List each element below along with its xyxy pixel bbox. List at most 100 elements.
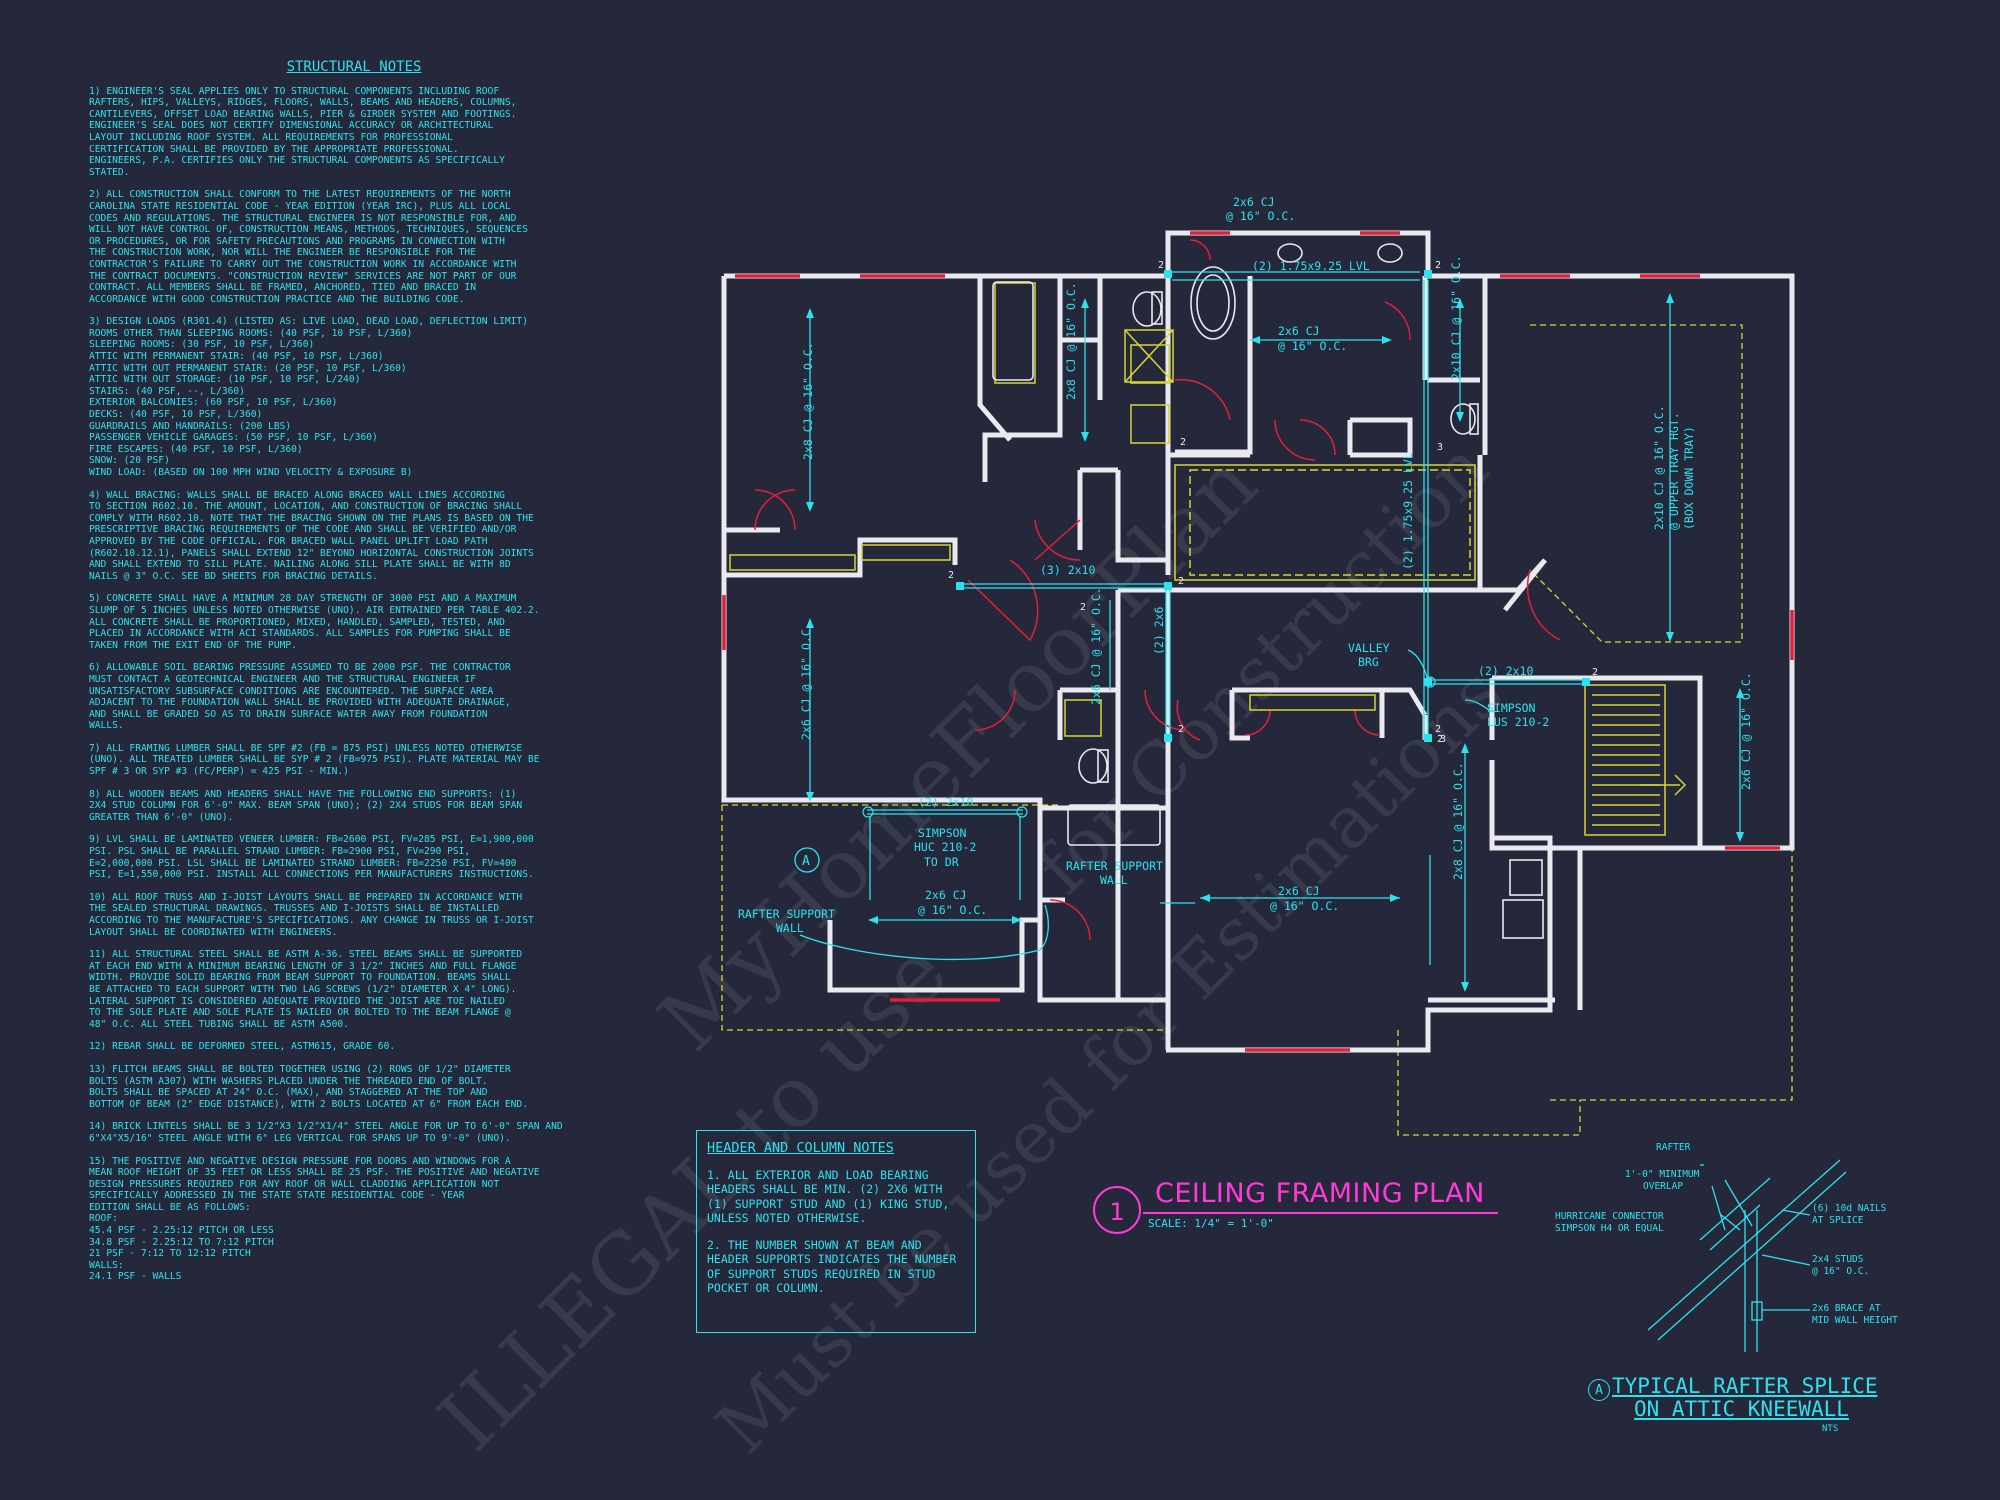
structural-note-line: 10) ALL ROOF TRUSS AND I-JOIST LAYOUTS S… (89, 891, 523, 903)
label-cj-top: 2x6 CJ (1233, 195, 1275, 209)
label-valley: VALLEY (1348, 641, 1390, 655)
structural-notes-body: 1) ENGINEER'S SEAL APPLIES ONLY TO STRUC… (89, 86, 619, 1283)
structural-note-line: WILL NOT HAVE CONTROL OF, CONSTRUCTION M… (89, 224, 528, 236)
plan-number-circle: 1 (1093, 1186, 1141, 1234)
structural-note: 14) BRICK LINTELS SHALL BE 3 1/2"x3 1/2"… (89, 1121, 619, 1144)
detail-studs2: @ 16" O.C. (1812, 1266, 1869, 1277)
bath-fixtures (992, 243, 1544, 939)
structural-note: 6) ALLOWABLE SOIL BEARING PRESSURE ASSUM… (89, 662, 619, 732)
support-stud-count: 2 (1435, 260, 1441, 271)
detail-studs1: 2x4 STUDS (1812, 1254, 1864, 1265)
structural-note-line: LAYOUT SHALL BE COORDINATED WITH ENGINEE… (89, 926, 338, 938)
structural-note-line: BOLTS (ASTM A307) WITH WASHERS PLACED UN… (89, 1075, 488, 1087)
header-column-notes: HEADER AND COLUMN NOTES 1. ALL EXTERIOR … (696, 1130, 976, 1333)
structural-note-line: WIDTH. PROVIDE SOLID BEARING FROM BEAM S… (89, 972, 511, 984)
label-cj-tray: 2x10 CJ @ 16" O.C. (1652, 405, 1666, 530)
structural-note-line: CONTRACTOR'S FAILURE TO CARRY OUT THE CO… (89, 258, 517, 270)
support-stud-count: 2 (948, 570, 954, 581)
structural-note-line: SPECIFICALLY ADDRESSED IN THE STATE STAT… (89, 1190, 465, 1202)
structural-note-line: ATTIC WITH OUT STORAGE: (10 PSF, 10 PSF,… (89, 374, 361, 386)
label-cj-bed3: 2x6 CJ (1278, 884, 1320, 898)
support-stud-count: 3 (1440, 734, 1446, 745)
structural-note-line: 1) ENGINEER'S SEAL APPLIES ONLY TO STRUC… (89, 85, 500, 97)
structural-note-line: SLEEPING ROOMS: (30 PSF, 10 PSF, L/360) (89, 339, 315, 351)
structural-note: 7) ALL FRAMING LUMBER SHALL BE SPF #2 (F… (89, 743, 619, 778)
detail-title: TYPICAL RAFTER SPLICE ON ATTIC KNEEWALL (1612, 1375, 1878, 1421)
structural-note-line: ROOF: (89, 1213, 118, 1225)
walls (721, 230, 1795, 1053)
detail-circle: A (1588, 1379, 1610, 1401)
plan-scale: SCALE: 1/4" = 1'-0" (1148, 1217, 1274, 1230)
detail-tag-a: A (794, 847, 820, 873)
structural-note-line: ACCORDING TO THE MANUFACTURE'S SPECIFICA… (89, 915, 534, 926)
structural-note-line: (UNO). ALL TREATED LUMBER SHALL BE SYP #… (89, 754, 540, 766)
structural-note-line: OR PROCEDURES, OR FOR SAFETY PRECAUTIONS… (89, 235, 505, 247)
structural-notes: STRUCTURAL NOTES 1) ENGINEER'S SEAL APPL… (89, 60, 619, 1294)
support-stud-count: 2 (1592, 667, 1598, 678)
plan-title: CEILING FRAMING PLAN (1155, 1178, 1485, 1209)
structural-note: 8) ALL WOODEN BEAMS AND HEADERS SHALL HA… (89, 789, 619, 824)
structural-note-line: 48" O.C. ALL STEEL TUBING SHALL BE ASTM … (89, 1018, 349, 1030)
doors (754, 239, 1561, 941)
structural-note-line: 14) BRICK LINTELS SHALL BE 3 1/2"x3 1/2"… (89, 1121, 563, 1133)
support-stud-count: 2 (1180, 437, 1186, 448)
label-simpson-huc: SIMPSON (918, 826, 967, 840)
structural-note-line: THE CONTRACT DOCUMENTS. "CONSTRUCTION RE… (89, 270, 517, 282)
label-cj-laundry-v: 2x8 CJ @ 16" O.C. (1451, 762, 1465, 880)
plan-title-rule (1143, 1212, 1498, 1214)
label-cj-bath-oc: @ 16" O.C. (1278, 339, 1347, 353)
structural-note-line: 34.8 PSF - 2.25:12 TO 7:12 PITCH (89, 1236, 274, 1248)
detail-brace2: MID WALL HEIGHT (1812, 1315, 1898, 1326)
plan-labels: 2x6 CJ @ 16" O.C. (2) 1.75x9.25 LVL 2x6 … (738, 195, 1753, 935)
structural-note-line: ENGINEER'S SEAL DOES NOT CERTIFY DIMENSI… (89, 120, 494, 132)
detail-brace1: 2x6 BRACE AT (1812, 1303, 1881, 1314)
support-stud-count: 2 (1178, 724, 1184, 735)
support-stud-count: 2 (1435, 724, 1441, 735)
structural-note-line: TO SECTION R602.10. THE AMOUNT, LOCATION… (89, 501, 523, 513)
label-cj-bath: 2x6 CJ (1278, 324, 1320, 338)
label-cj-left-v: 2x8 CJ @ 16" O.C. (801, 342, 815, 460)
structural-note: 2) ALL CONSTRUCTION SHALL CONFORM TO THE… (89, 189, 619, 305)
structural-note-line: AT EACH END WITH A MINIMUM BEARING LENGT… (89, 960, 517, 972)
structural-note-line: SNOW: (20 PSF) (89, 455, 170, 467)
structural-note: 5) CONCRETE SHALL HAVE A MINIMUM 28 DAY … (89, 593, 619, 651)
structural-note: 13) FLITCH BEAMS SHALL BE BOLTED TOGETHE… (89, 1064, 619, 1110)
stair-arrow (1640, 774, 1687, 796)
structural-note-line: ACCORDANCE WITH GOOD CONSTRUCTION PRACTI… (89, 293, 465, 305)
structural-note-line: THE SEALED STRUCTURAL DRAWINGS. TRUSSES … (89, 903, 500, 915)
structural-note-line: 24.1 PSF - WALLS (89, 1271, 182, 1283)
structural-note: 1) ENGINEER'S SEAL APPLIES ONLY TO STRUC… (89, 86, 619, 179)
header-notes-title: HEADER AND COLUMN NOTES (707, 1140, 894, 1156)
structural-note-line: ENGINEERS, P.A. CERTIFIES ONLY THE STRUC… (89, 155, 505, 167)
structural-note-line: TAKEN FROM THE EXIT END OF THE PUMP. (89, 639, 297, 651)
structural-note: 3) DESIGN LOADS (R301.4) (LISTED AS: LIV… (89, 316, 619, 478)
column-posts (956, 270, 1590, 742)
structural-note-line: PSI. PSL SHALL BE PARALLEL STRAND LUMBER… (89, 846, 471, 858)
support-stud-count: 3 (1437, 442, 1443, 453)
support-stud-count: 2 (1158, 260, 1164, 271)
structural-note: 4) WALL BRACING: WALLS SHALL BE BRACED A… (89, 490, 619, 583)
support-stud-count: 2 (1178, 576, 1184, 587)
label-beam-2x10-c: (2) 2x10 (918, 795, 973, 809)
structural-note-line: TO THE SOLE PLATE AND SOLE PLATE IS NAIL… (89, 1007, 511, 1019)
label-simpson-huc3: TO DR (924, 855, 959, 869)
structural-note-line: STAIRS: (40 PSF, --, L/360) (89, 385, 245, 397)
structural-note-line: LAYOUT INCLUDING ROOF SYSTEM. ALL REQUIR… (89, 131, 453, 143)
framing-lines (799, 271, 1741, 990)
structural-note-line: UNSATISFACTORY SUBSURFACE CONDITIONS ARE… (89, 685, 494, 697)
label-cj-bay-oc: @ 16" O.C. (918, 903, 987, 917)
structural-note-line: MEAN ROOF HEIGHT OF 35 FEET OR LESS SHAL… (89, 1167, 540, 1179)
structural-note-line: 13) FLITCH BEAMS SHALL BE BOLTED TOGETHE… (89, 1063, 511, 1075)
structural-note-line: PSI, E=1,550,000 PSI. INSTALL ALL CONNEC… (89, 869, 534, 881)
structural-note-line: GREATER THAN 6'-0" (UNO). (89, 811, 234, 823)
detail-overlap2: OVERLAP (1643, 1181, 1683, 1192)
structural-note-line: 21 PSF - 7:12 TO 12:12 PITCH (89, 1248, 251, 1260)
structural-note: 11) ALL STRUCTURAL STEEL SHALL BE ASTM A… (89, 949, 619, 1030)
structural-note-line: STATED. (89, 166, 130, 178)
structural-note-line: THE CONSTRUCTION WORK, NOR WILL THE ENGI… (89, 247, 476, 259)
structural-note-line: PLACED IN ACCORDANCE WITH ACI STANDARDS.… (89, 628, 511, 640)
structural-note-line: ROOMS OTHER THAN SLEEPING ROOMS: (40 PSF… (89, 327, 413, 339)
structural-note-line: APPROVED BY THE CODE OFFICIAL. FOR BRACE… (89, 535, 488, 547)
structural-note-line: AND SHALL EXTEND TO SILL PLATE. NAILING … (89, 559, 511, 571)
